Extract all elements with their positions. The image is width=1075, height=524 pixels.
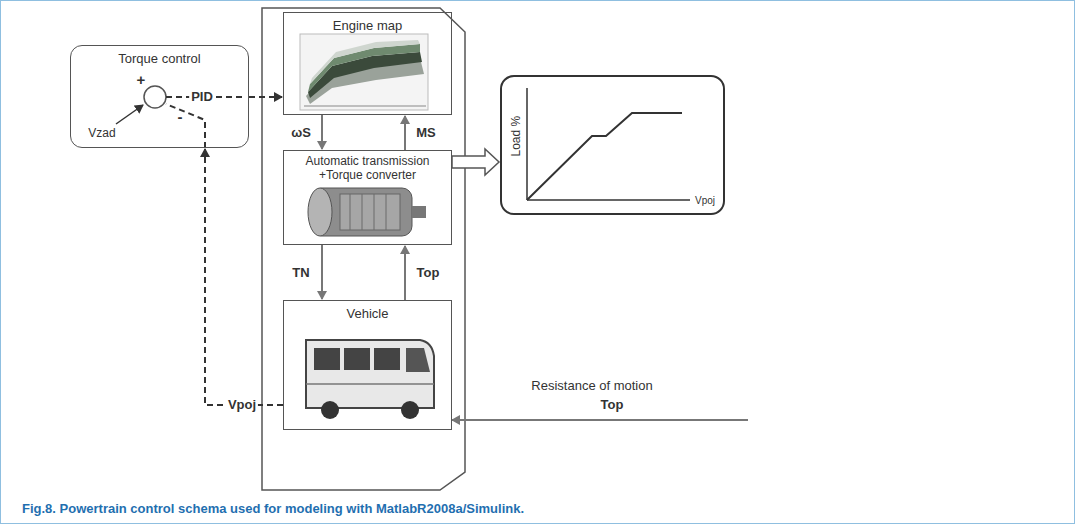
powertrain-container — [262, 8, 465, 490]
chart-axis — [527, 199, 690, 201]
feedback-signal — [205, 149, 283, 405]
edge-label: Top — [415, 265, 442, 281]
bus-body — [306, 340, 434, 408]
bus-windscreen — [406, 348, 430, 372]
load-chart — [527, 88, 690, 200]
load-chart-box: Load % Vpoj — [500, 75, 725, 215]
output-shaft — [412, 206, 426, 218]
box-title: Vehicle — [284, 301, 451, 322]
resistance-arrow — [452, 419, 748, 421]
bus-window — [344, 348, 370, 370]
edge-label: TN — [290, 265, 311, 281]
vehicle-box: Vehicle — [283, 300, 452, 430]
bus-stripe — [306, 383, 434, 385]
load-curve — [527, 113, 682, 200]
figure-caption: Fig.8. Powertrain control schema used fo… — [22, 501, 524, 516]
plus-sign: + — [135, 71, 148, 90]
edge-label: ωS — [289, 125, 313, 141]
transmission-box: Automatic transmission +Torque converter — [283, 150, 452, 245]
engine-map-box: Engine map — [283, 12, 452, 115]
gearbox-rib — [362, 194, 363, 230]
summing-junction — [144, 86, 166, 108]
gearbox-rib — [386, 194, 387, 230]
box-title: Torque control — [71, 46, 248, 67]
output-block-arrow — [452, 149, 499, 175]
map-surface — [308, 44, 420, 92]
converter-bell — [308, 188, 332, 236]
box-title: Engine map — [284, 13, 451, 34]
load-name: Resistance of motion — [529, 378, 654, 394]
axis-title: Load % — [509, 116, 523, 157]
edge-label: MS — [414, 125, 438, 141]
setpoint-name: Vzad — [86, 126, 117, 141]
gearbox-rib — [350, 194, 351, 230]
setpoint-arrow — [116, 105, 143, 124]
edge-label: Vpoj — [226, 397, 258, 413]
minus-sign: - — [176, 108, 185, 127]
engine-map-picture — [300, 34, 428, 110]
map-frame — [300, 34, 428, 110]
chart-axis — [526, 88, 528, 200]
bus-picture — [306, 340, 434, 419]
gearbox-housing — [340, 194, 400, 230]
feedback-inner-line — [166, 104, 205, 148]
signal-arrow — [404, 246, 406, 300]
map-axis — [304, 106, 426, 107]
axis-title: Vpoj — [695, 195, 715, 207]
bus-wheel — [321, 401, 339, 419]
bus-window — [314, 348, 340, 370]
control-signal — [249, 96, 282, 98]
signal-arrow — [321, 245, 323, 299]
gearbox-rib — [374, 194, 375, 230]
signal-arrow — [404, 116, 406, 150]
signal-name: Top — [599, 397, 626, 413]
signal-arrow — [321, 115, 323, 149]
box-title: Automatic transmission +Torque converter — [284, 151, 451, 183]
bus-window — [374, 348, 400, 370]
map-surface — [308, 52, 422, 98]
gearbox-picture — [308, 188, 426, 236]
bus-wheel — [401, 401, 419, 419]
map-surface — [310, 40, 420, 84]
edge-label: PID — [189, 89, 215, 105]
